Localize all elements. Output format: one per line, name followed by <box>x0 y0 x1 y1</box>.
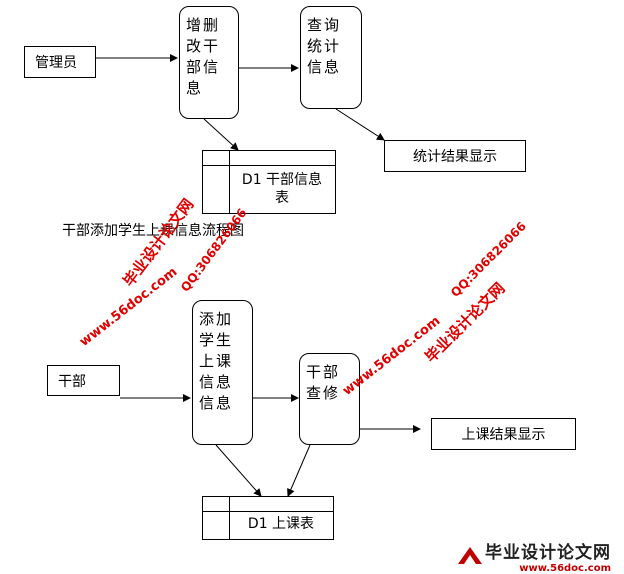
entity-admin: 管理员 <box>24 46 96 78</box>
arrow-check-to-store <box>287 444 311 497</box>
process-cadre-check: 干部 查修 <box>299 353 360 445</box>
output-stats-label: 统计结果显示 <box>413 149 497 165</box>
process-edit-cadre-info: 增删 改干 部信 息 <box>179 6 239 119</box>
store-divider-v <box>229 151 230 213</box>
site-logo: 毕业设计论文网 www.56doc.com <box>455 538 611 574</box>
datastore-class-label: D1 上课表 <box>247 516 315 532</box>
output-class-result: 上课结果显示 <box>431 418 576 450</box>
process-query-stats: 查询 统计 信息 <box>300 6 362 109</box>
entity-admin-label: 管理员 <box>35 55 77 71</box>
entity-cadre: 干部 <box>47 365 120 396</box>
logo-name: 毕业设计论文网 <box>485 543 611 563</box>
arrow-add-to-store <box>215 444 262 497</box>
diagram-caption: 干部添加学生上课信息流程图 <box>62 223 244 239</box>
datastore-class: D1 上课表 <box>202 496 334 540</box>
output-class-label: 上课结果显示 <box>461 427 546 443</box>
arrow-query-to-output <box>335 108 385 141</box>
store-divider-h <box>203 165 335 166</box>
process-add-class-info: 添加 学生 上课 信息 信息 <box>192 300 253 445</box>
logo-mark-icon <box>455 544 485 568</box>
arrow-edit-to-store <box>203 118 239 151</box>
datastore-cadre-info: D1 干部信息 表 <box>202 150 336 214</box>
store-divider-h <box>203 511 333 512</box>
entity-cadre-label: 干部 <box>58 373 86 390</box>
store-divider-v <box>229 497 230 539</box>
datastore-cadre-label: D1 干部信息 表 <box>241 172 323 206</box>
output-stats-result: 统计结果显示 <box>384 140 526 172</box>
logo-url: www.56doc.com <box>519 563 611 574</box>
